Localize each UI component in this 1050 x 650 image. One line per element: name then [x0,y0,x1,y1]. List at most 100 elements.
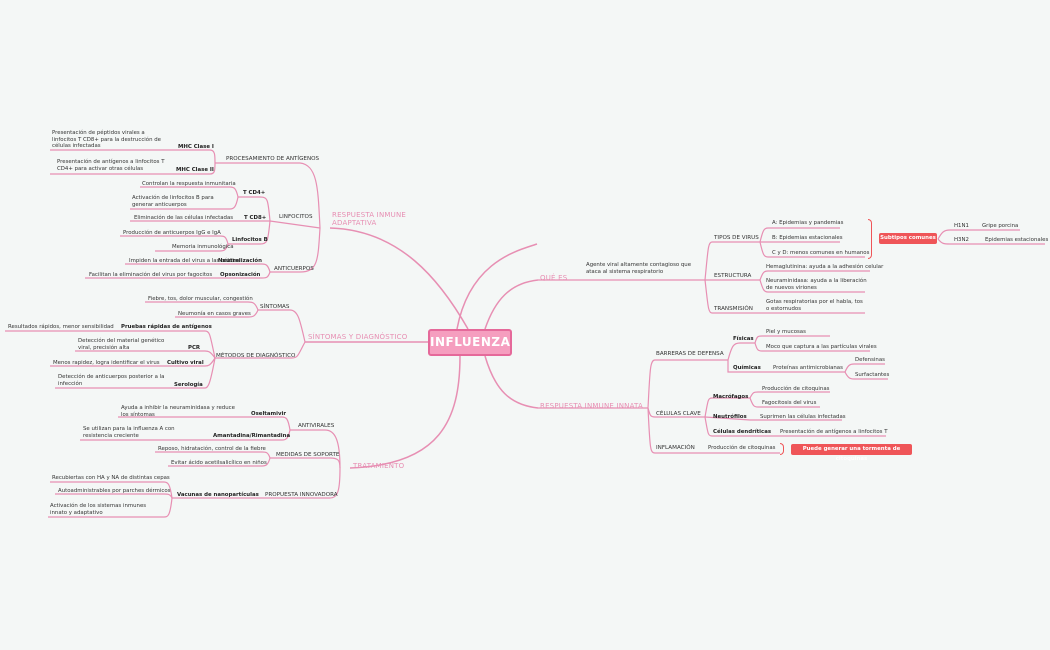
link-mhc2 [50,162,216,175]
link-nano-a [50,481,173,499]
barriers-label[interactable]: BARRERAS DE DEFENSA [656,351,724,357]
mhc2-label[interactable]: MHC Clase II [176,167,214,173]
type-a: A: Epidemias y pandemias [772,220,844,226]
link-antivirals [290,429,341,469]
link-culture [50,357,216,367]
subtypes-pill[interactable]: Subtipos comunes [879,233,937,244]
link-chemical [727,360,760,373]
link-diagnosis [215,341,306,359]
types-label[interactable]: TIPOS DE VIRUS [714,235,759,241]
link-support [270,457,341,469]
sintomas-label[interactable]: SÍNTOMAS [260,304,290,310]
transmission-description: Gotas respiratorias por el habla, tos o … [766,299,863,312]
antibodies-label[interactable]: ANTICUERPOS [274,266,314,272]
link-nano-b [55,493,173,499]
amant-description: Se utilizan para la influenza A con resi… [83,426,175,439]
lymphocytes-label[interactable]: LINFOCITOS [279,214,313,220]
cd4-label[interactable]: T CD4+ [243,190,266,196]
neutral-label[interactable]: Neutralización [218,258,262,264]
section-adaptive-title[interactable]: RESPUESTA INMUNE ADAPTATIVA [332,211,407,228]
support-label[interactable]: MEDIDAS DE SOPORTE [276,452,340,458]
subtype-2-desc: Epidemias estacionales [985,237,1049,243]
link-antibodies [270,227,321,273]
amant-label[interactable]: Amantadina/Rimantadina [213,433,291,439]
antivirals-label[interactable]: ANTIVIRALES [298,423,335,429]
chemical-item-2: Surfactantes [855,372,890,378]
link-amant [80,429,291,441]
macro-item-2: Fagocitosis del virus [762,400,817,406]
support-item-2: Evitar ácido acetilsalicílico en niños [171,460,267,466]
link-center-adaptive-branch [329,227,469,330]
link-neutral [125,263,271,273]
sintomas-item-1: Fiebre, tos, dolor muscular, congestión [148,296,253,302]
link-struct-b [759,279,865,293]
link-type-a [759,227,840,243]
transmission-label[interactable]: TRANSMISIÓN [714,306,753,312]
link-antigen [215,162,321,229]
sintomas-item-2: Neumonía en casos graves [178,311,251,317]
link-chem-a [844,363,885,373]
chemical-label[interactable]: Químicas [733,365,761,371]
link-lymph [269,220,321,229]
link-support-b [168,457,271,467]
link-center-what [484,279,539,330]
link-phys-a [754,335,830,344]
chemical-item-1: Defensinas [855,357,885,363]
link-physical [727,342,755,361]
physical-label[interactable]: Físicas [733,336,754,342]
mhc1-description: Presentación de péptidos virales a linfo… [52,130,161,150]
link-center-treatment [349,355,461,469]
antigen-processing-label[interactable]: PROCESAMIENTO DE ANTÍGENOS [226,156,320,162]
link-pcr [75,350,216,359]
structure-label[interactable]: ESTRUCTURA [714,273,752,279]
link-serology [55,357,216,389]
link-inflammation [647,407,780,454]
link-struct-a [759,270,870,281]
nano-item-2: Autoadministrables por parches dérmicos [58,488,171,494]
dendritic-label[interactable]: Células dendríticas [713,429,772,435]
link-cd4-b [130,196,239,210]
serology-label[interactable]: Serología [174,382,203,388]
cells-label[interactable]: CÉLULAS CLAVE [656,411,701,417]
link-h1n1 [937,229,1020,240]
osel-label[interactable]: Oseltamivir [251,411,286,417]
cd8-label[interactable]: T CD8+ [244,215,267,221]
macro-label[interactable]: Macrófagos [713,394,749,400]
neutro-label[interactable]: Neutrófilos [713,414,747,420]
dendritic-description: Presentación de antígenos a linfocitos T [780,429,888,435]
pcr-label[interactable]: PCR [188,345,201,351]
culture-label[interactable]: Cultivo viral [167,360,204,366]
b-label[interactable]: Linfocitos B [232,237,268,243]
mhc1-label[interactable]: MHC Clase I [178,144,214,150]
link-sintomas [258,309,306,343]
rapid-description: Resultados rápidos, menor sensibilidad [8,324,114,330]
link-types [704,241,760,281]
innovative-label[interactable]: PROPUESTA INNOVADORA [265,492,338,498]
link-neutro [704,416,751,421]
physical-item-2: Moco que captura a las partículas virale… [766,344,877,350]
inflammation-note-pill[interactable]: Puede generar una tormenta de citoquinas [791,444,912,462]
link-phys-b [754,342,870,352]
section-treatment-title[interactable]: TRATAMIENTO [353,462,405,470]
inflammation-description: Producción de citoquinas [708,445,776,451]
nano-item-1: Recubiertas con HA y NA de distintas cep… [52,475,170,481]
section-symptoms-title[interactable]: SÍNTOMAS Y DIAGNÓSTICO [308,333,408,341]
link-transmission [704,279,760,314]
section-innate-title[interactable]: RESPUESTA INMUNE INNATA [540,402,643,410]
b-item-1: Producción de anticuerpos IgG e IgA [123,230,221,236]
inflammation-label[interactable]: INFLAMACIÓN [656,445,695,451]
mhc2-description: Presentación de antígenos a linfocitos T… [57,159,165,172]
central-topic[interactable]: INFLUENZA [428,329,512,356]
opson-label[interactable]: Opsonización [220,272,261,278]
link-type-c [759,241,865,258]
link-opson [85,271,271,279]
link-macro [704,397,750,418]
pcr-description: Detección del material genético viral, p… [78,338,165,351]
diagnosis-label[interactable]: MÉTODOS DE DIAGNÓSTICO [216,353,296,359]
types-brace [868,219,872,259]
rapid-label[interactable]: Pruebas rápidas de antígenos [121,324,212,330]
nano-label[interactable]: Vacunas de nanopartículas [177,492,259,498]
section-what-title[interactable]: QUÉ ES [540,274,568,282]
link-macro-a [749,391,830,399]
b-item-2: Memoria inmunológica [172,244,234,250]
